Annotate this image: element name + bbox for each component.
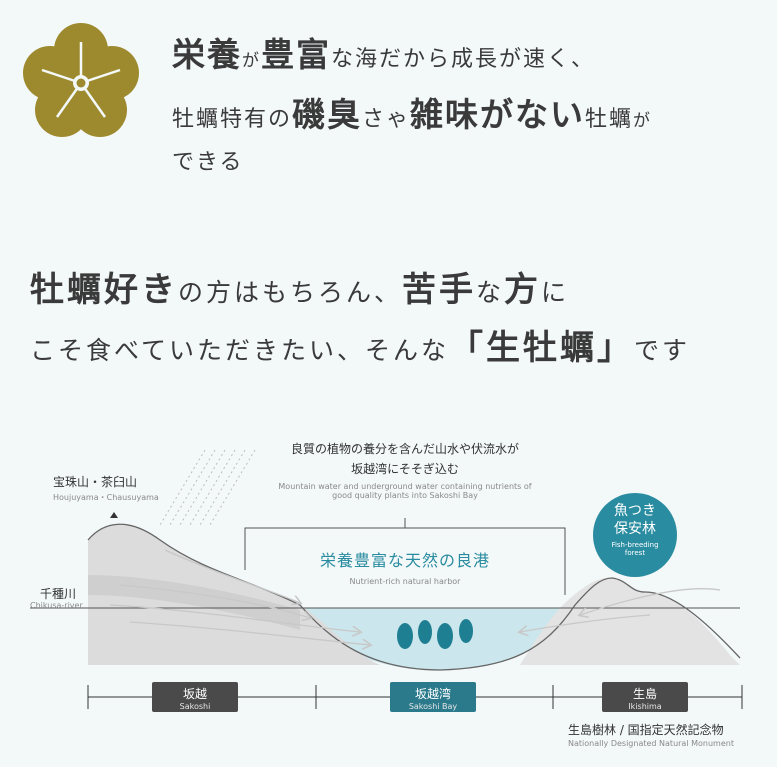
forest-sub-1: Fish-breeding (611, 541, 659, 549)
place-box-sakoshi-bay: 坂越湾 Sakoshi Bay (390, 682, 476, 712)
headline-line-2: 牡蠣特有の磯臭さゃ雑味がない牡蠣が (172, 88, 652, 136)
forest-sub-2: forest (624, 549, 646, 557)
mountain-label: 宝珠山・茶臼山 (53, 475, 138, 489)
flow-arrows (109, 549, 721, 645)
river-label: 千種川 (40, 587, 77, 601)
water-note-jp-2: 坂越湾にそそぎ込む (351, 462, 459, 476)
forest-caption: 魚つき 保安林 Fish-breeding forest (593, 502, 677, 557)
water-note-en-2: good quality plants into Sakoshi Bay (332, 491, 478, 500)
place-jp: 坂越湾 (414, 687, 451, 701)
headline-part: 豊富 (261, 35, 331, 74)
water-note: 良質の植物の養分を含んだ山水や伏流水が 坂越湾にそそぎ込む Mountain w… (255, 440, 555, 500)
message-part: に (541, 278, 570, 307)
river-band (88, 575, 300, 630)
harbor-caption: 栄養豊富な天然の良港 Nutrient-rich natural harbor (300, 547, 510, 586)
oyster-icons (397, 619, 473, 649)
flower-crest-icon (23, 23, 139, 137)
harbor-label: 栄養豊富な天然の良港 (319, 551, 490, 570)
headline-part: 雑味 (410, 95, 481, 134)
message-part: 「生牡蠣」 (449, 328, 635, 368)
river-sub: Chikusa-river (30, 601, 83, 610)
monument-sub: Nationally Designated Natural Monument (568, 739, 734, 748)
message-part: こそ食べていただきたい、そんな (30, 336, 450, 365)
monument-label: 生島樹林 / 国指定天然記念物 (568, 723, 724, 737)
water-note-jp-1: 良質の植物の養分を含んだ山水や伏流水が (290, 442, 519, 456)
place-box-sakoshi: 坂越 Sakoshi (152, 682, 238, 712)
terrain-outline (87, 523, 741, 671)
message-line-2: こそ食べていただきたい、そんな「生牡蠣」です (30, 320, 690, 369)
headline-part: さゃ (362, 107, 411, 132)
headline-part: 磯臭 (292, 95, 363, 134)
message-part: 苦手 (402, 270, 477, 310)
message-part: 方 (504, 270, 542, 310)
headline-part: がない (480, 95, 586, 134)
message-part: です (634, 336, 691, 365)
forest-badge (593, 493, 677, 577)
headline-part: が (633, 111, 653, 131)
forest-label-1: 魚つき (614, 503, 656, 519)
bay-water (300, 608, 568, 670)
headline-part: な海だから成長が速く、 (331, 47, 596, 72)
water-note-en-1: Mountain water and underground water con… (278, 482, 532, 491)
bay-cross-section-diagram (30, 449, 743, 709)
mountain-sub: Houjuyama・Chausuyama (53, 493, 159, 502)
harbor-sub: Nutrient-rich natural harbor (349, 577, 461, 586)
rain-hatch (159, 449, 256, 526)
place-jp: 坂越 (182, 687, 207, 701)
message-part: の方はもちろん、 (178, 278, 403, 307)
forest-label-2: 保安林 (614, 521, 656, 537)
headline-part: 牡蠣特有の (172, 107, 293, 132)
place-en: Sakoshi (179, 702, 211, 711)
headline-line-3: できる (172, 150, 244, 175)
headline-line-1: 栄養が豊富な海だから成長が速く、 (172, 28, 595, 76)
place-jp: 生島 (632, 687, 657, 701)
place-box-ikishima: 生島 Ikishima (602, 682, 688, 712)
peak-marker-icon (110, 512, 118, 518)
headline-part: 栄養 (172, 35, 242, 74)
ikishima-island (520, 577, 740, 665)
message-part: な (476, 278, 505, 307)
message-line-1: 牡蠣好きの方はもちろん、苦手な方に (30, 262, 569, 311)
place-en: Sakoshi Bay (408, 702, 458, 711)
headline-part: 牡蠣 (585, 107, 634, 132)
headline-part: が (242, 51, 261, 71)
message-part: 牡蠣好き (30, 270, 178, 310)
place-en: Ikishima (628, 702, 662, 711)
